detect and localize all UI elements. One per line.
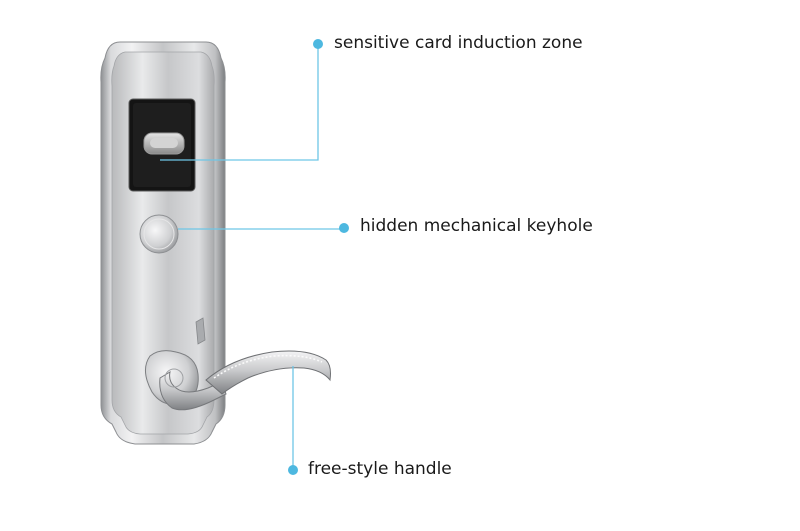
- callout-lines: [160, 44, 343, 470]
- callout-label-handle: free-style handle: [308, 459, 452, 479]
- callout-line-card-zone: [160, 44, 319, 161]
- card-reader-panel: [128, 98, 196, 192]
- plate-seam: [195, 317, 206, 345]
- callout-label-card-zone: sensitive card induction zone: [334, 33, 583, 53]
- lever-handle: [145, 350, 331, 411]
- keyhole-cover: [139, 214, 179, 254]
- callout-dot-keyhole: [339, 223, 349, 233]
- callout-dot-card-zone: [313, 39, 323, 49]
- callout-label-keyhole: hidden mechanical keyhole: [360, 216, 593, 236]
- callout-dot-handle: [288, 465, 298, 475]
